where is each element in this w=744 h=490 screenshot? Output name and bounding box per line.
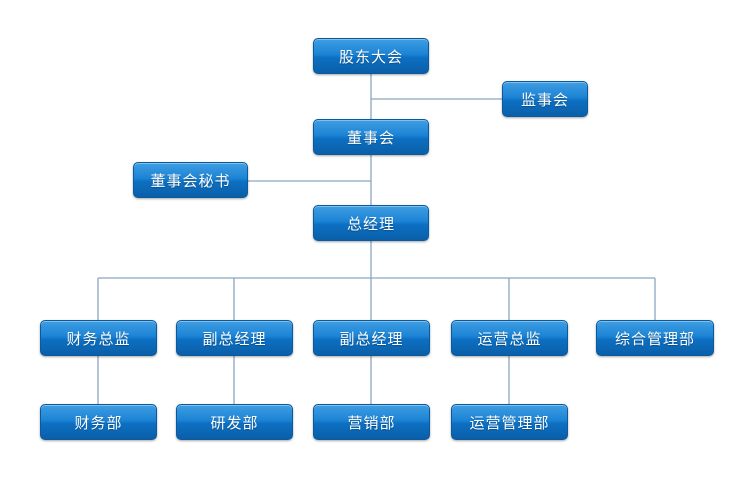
node-operations-mgmt-dept: 运营管理部 — [451, 404, 568, 440]
node-label: 股东大会 — [338, 47, 403, 66]
node-label: 副总经理 — [339, 329, 404, 348]
node-general-manager: 总经理 — [313, 205, 429, 241]
node-board-of-supervisors: 监事会 — [502, 81, 588, 117]
node-label: 监事会 — [520, 90, 569, 109]
node-deputy-gm-1: 副总经理 — [176, 320, 293, 356]
node-label: 运营管理部 — [469, 413, 550, 432]
node-rnd-dept: 研发部 — [176, 404, 293, 440]
node-label: 财务总监 — [66, 329, 131, 348]
node-board-secretary: 董事会秘书 — [133, 162, 248, 198]
node-finance-dept: 财务部 — [40, 404, 157, 440]
node-board-of-directors: 董事会 — [313, 119, 429, 155]
node-general-admin-dept: 综合管理部 — [596, 320, 714, 356]
node-label: 运营总监 — [477, 329, 542, 348]
node-operations-director: 运营总监 — [451, 320, 568, 356]
node-label: 董事会 — [346, 128, 395, 147]
node-label: 财务部 — [74, 413, 123, 432]
node-label: 营销部 — [347, 413, 396, 432]
node-deputy-gm-2: 副总经理 — [313, 320, 430, 356]
node-label: 总经理 — [346, 214, 395, 233]
node-finance-director: 财务总监 — [40, 320, 157, 356]
node-label: 研发部 — [210, 413, 259, 432]
node-shareholders-meeting: 股东大会 — [313, 38, 429, 74]
node-label: 综合管理部 — [614, 329, 695, 348]
node-marketing-dept: 营销部 — [313, 404, 430, 440]
node-label: 董事会秘书 — [150, 171, 231, 190]
node-label: 副总经理 — [202, 329, 267, 348]
